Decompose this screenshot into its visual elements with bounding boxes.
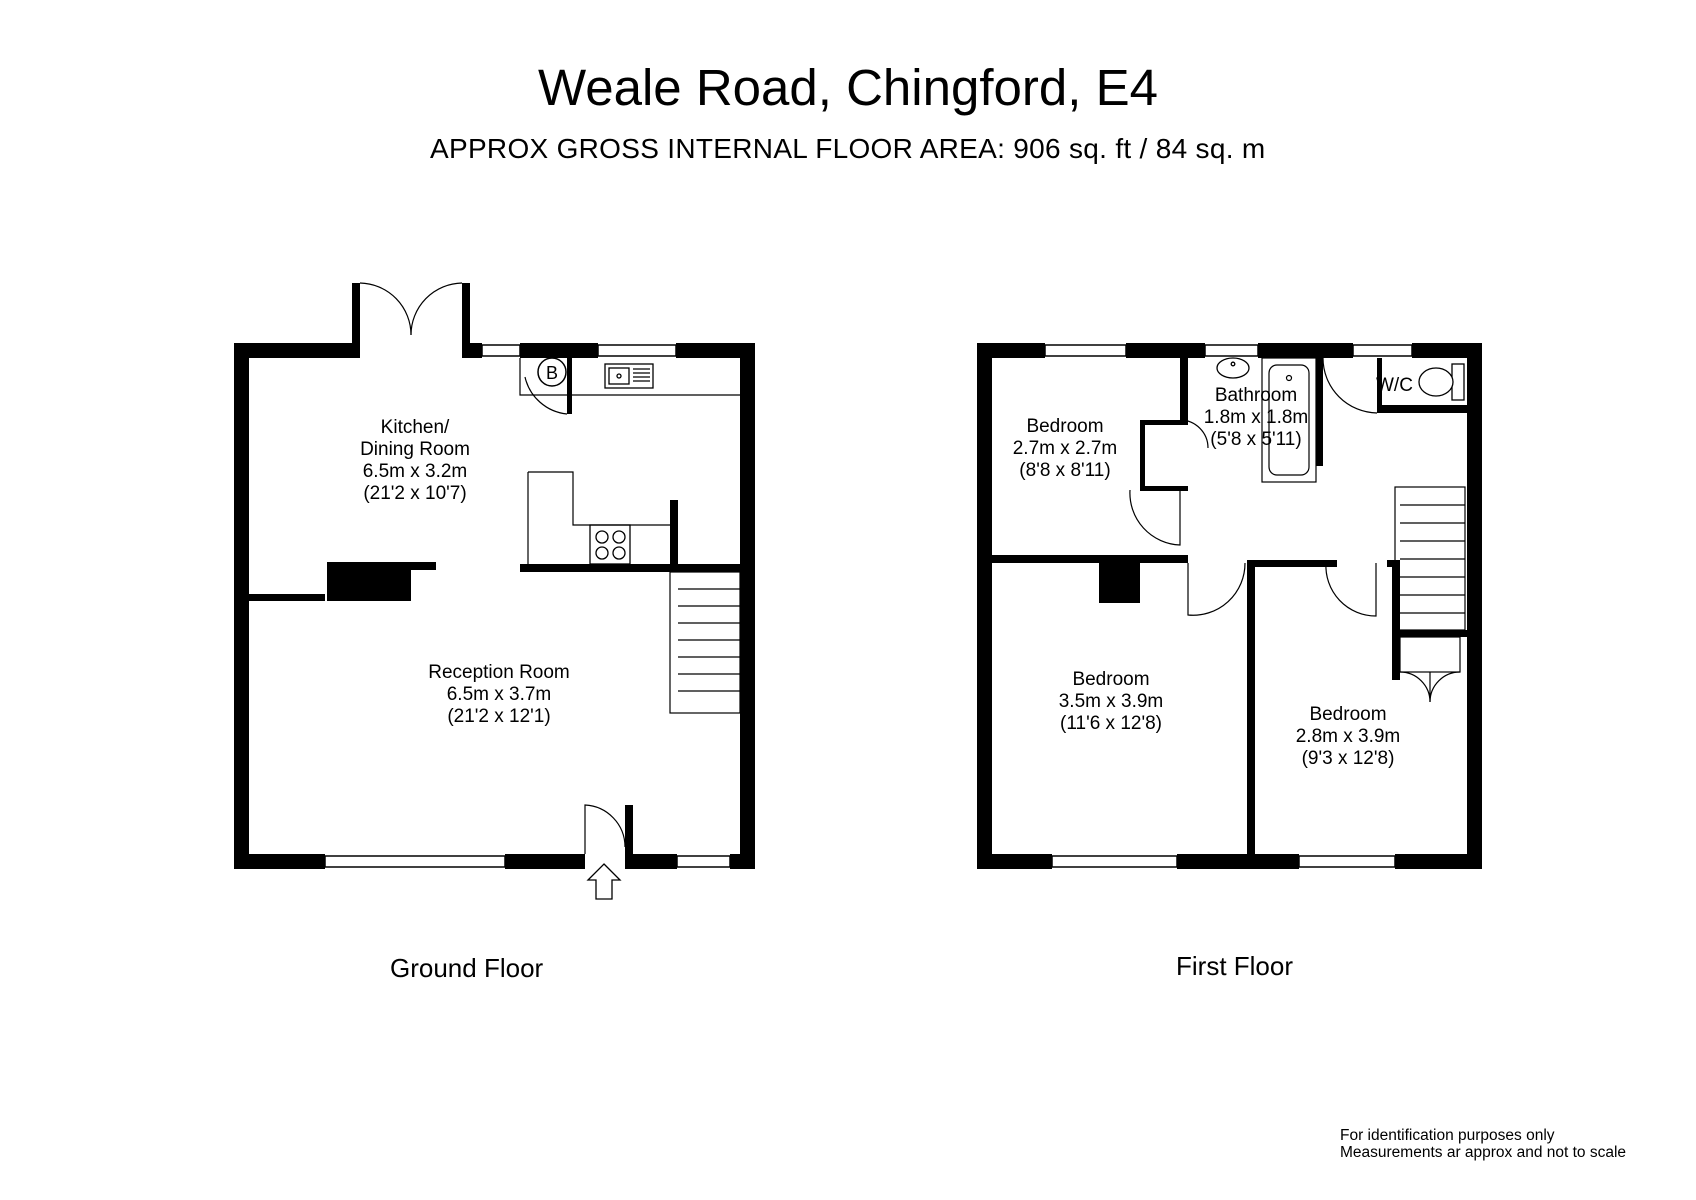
bedroom-small-name: Bedroom xyxy=(1026,416,1103,437)
toilet-icon xyxy=(1418,363,1465,401)
bedroom-third-label: Bedroom 2.8m x 3.9m (9'3 x 12'8) xyxy=(1296,704,1401,769)
kitchen-metric: 6.5m x 3.2m xyxy=(363,461,468,482)
kitchen-label: Kitchen/ Dining Room 6.5m x 3.2m (21'2 x… xyxy=(360,417,470,504)
basin-icon xyxy=(1216,357,1250,379)
floor-area-subtitle: APPROX GROSS INTERNAL FLOOR AREA: 906 sq… xyxy=(430,133,1266,164)
sink-icon xyxy=(604,363,654,389)
disclaimer-line-2: Measurements ar approx and not to scale xyxy=(1340,1144,1627,1161)
kitchen-imperial: (21'2 x 10'7) xyxy=(363,483,466,504)
kitchen-name-line-1: Kitchen/ xyxy=(381,417,450,438)
first-floor-walls xyxy=(977,343,1482,869)
bathroom-name: Bathroom xyxy=(1215,385,1297,406)
bathroom-imperial: (5'8 x 5'11) xyxy=(1210,429,1301,450)
bedroom-main-metric: 3.5m x 3.9m xyxy=(1059,691,1164,712)
reception-metric: 6.5m x 3.7m xyxy=(447,684,552,705)
bedroom-third-metric: 2.8m x 3.9m xyxy=(1296,726,1401,747)
entrance-arrow-icon xyxy=(586,863,622,900)
bedroom-small-imperial: (8'8 x 8'11) xyxy=(1019,460,1110,481)
reception-name: Reception Room xyxy=(428,662,570,683)
first-floor-fixtures xyxy=(1129,357,1466,703)
wc-label: W/C xyxy=(1376,375,1413,396)
boiler-icon: B xyxy=(537,357,567,387)
kitchen-name-line-2: Dining Room xyxy=(360,439,470,460)
plan-title: Weale Road, Chingford, E4 xyxy=(538,59,1158,116)
reception-label: Reception Room 6.5m x 3.7m (21'2 x 12'1) xyxy=(428,662,570,727)
disclaimer: For identification purposes only Measure… xyxy=(1340,1127,1626,1161)
ground-floor-label: Ground Floor xyxy=(390,953,544,983)
ground-floor-walls xyxy=(234,283,755,869)
bedroom-small-label: Bedroom 2.7m x 2.7m (8'8 x 8'11) xyxy=(1013,416,1118,481)
bedroom-third-name: Bedroom xyxy=(1309,704,1386,725)
bedroom-main-name: Bedroom xyxy=(1072,669,1149,690)
reception-imperial: (21'2 x 12'1) xyxy=(447,706,550,727)
first-floor-plan: Bedroom 2.7m x 2.7m (8'8 x 8'11) Bathroo… xyxy=(977,343,1482,869)
hob-icon xyxy=(589,524,631,565)
disclaimer-line-1: For identification purposes only xyxy=(1340,1127,1555,1144)
bathroom-metric: 1.8m x 1.8m xyxy=(1204,407,1309,428)
ground-floor-windows xyxy=(324,344,731,868)
bedroom-main-imperial: (11'6 x 12'8) xyxy=(1060,713,1162,734)
boiler-symbol: B xyxy=(546,363,558,383)
ground-floor-plan: B Kitchen/ Dining Room 6.5m x 3.2m (21'2… xyxy=(234,282,755,900)
bedroom-main-label: Bedroom 3.5m x 3.9m (11'6 x 12'8) xyxy=(1059,669,1164,734)
bedroom-third-imperial: (9'3 x 12'8) xyxy=(1302,748,1395,769)
first-floor-windows xyxy=(1044,344,1413,868)
bathroom-label: Bathroom 1.8m x 1.8m (5'8 x 5'11) xyxy=(1204,385,1309,450)
first-floor-label: First Floor xyxy=(1176,951,1293,981)
bedroom-small-metric: 2.7m x 2.7m xyxy=(1013,438,1118,459)
